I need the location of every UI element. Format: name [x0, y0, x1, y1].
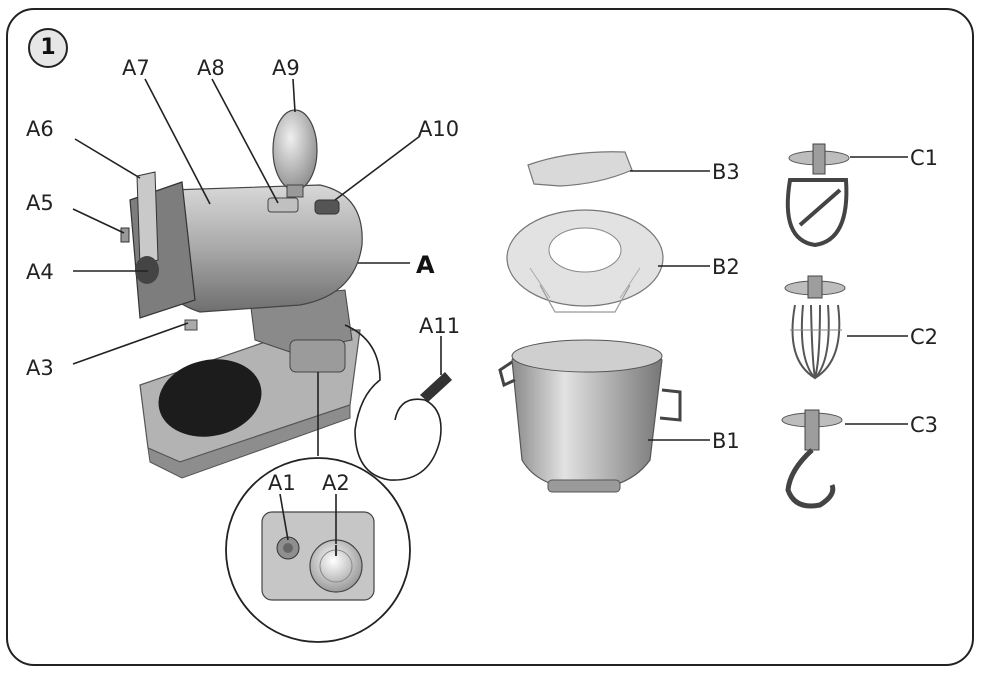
- figure-number-badge: 1: [28, 28, 68, 68]
- label-a9: A9: [272, 56, 300, 80]
- lid-part-b3: [527, 151, 633, 187]
- label-a6: A6: [26, 117, 54, 141]
- label-a4: A4: [26, 260, 54, 284]
- label-a: A: [416, 251, 435, 279]
- label-a8: A8: [197, 56, 225, 80]
- label-a7: A7: [122, 56, 150, 80]
- label-b2: B2: [712, 255, 740, 279]
- label-a11: A11: [419, 314, 460, 338]
- leader-lines: [72, 78, 908, 544]
- label-a1: A1: [268, 471, 296, 495]
- label-a3: A3: [26, 356, 54, 380]
- label-b3: B3: [712, 160, 740, 184]
- splash-guard-b2: [506, 209, 664, 313]
- beater-c1: [785, 143, 850, 248]
- control-panel-detail: [225, 372, 411, 643]
- stand-mixer: [120, 109, 452, 481]
- label-c1: C1: [910, 146, 938, 170]
- label-c3: C3: [910, 413, 938, 437]
- label-c2: C2: [910, 325, 938, 349]
- label-b1: B1: [712, 429, 740, 453]
- label-a5: A5: [26, 191, 54, 215]
- dough-hook-c3: [781, 409, 843, 509]
- mixing-bowl-b1: [498, 339, 682, 493]
- whisk-c2: [784, 275, 846, 380]
- label-a10: A10: [418, 117, 459, 141]
- part-labels: A7 A8 A9 A10 A6 A5 A4 A3 A A11 A1 A2 B3 …: [26, 56, 938, 495]
- label-a2: A2: [322, 471, 350, 495]
